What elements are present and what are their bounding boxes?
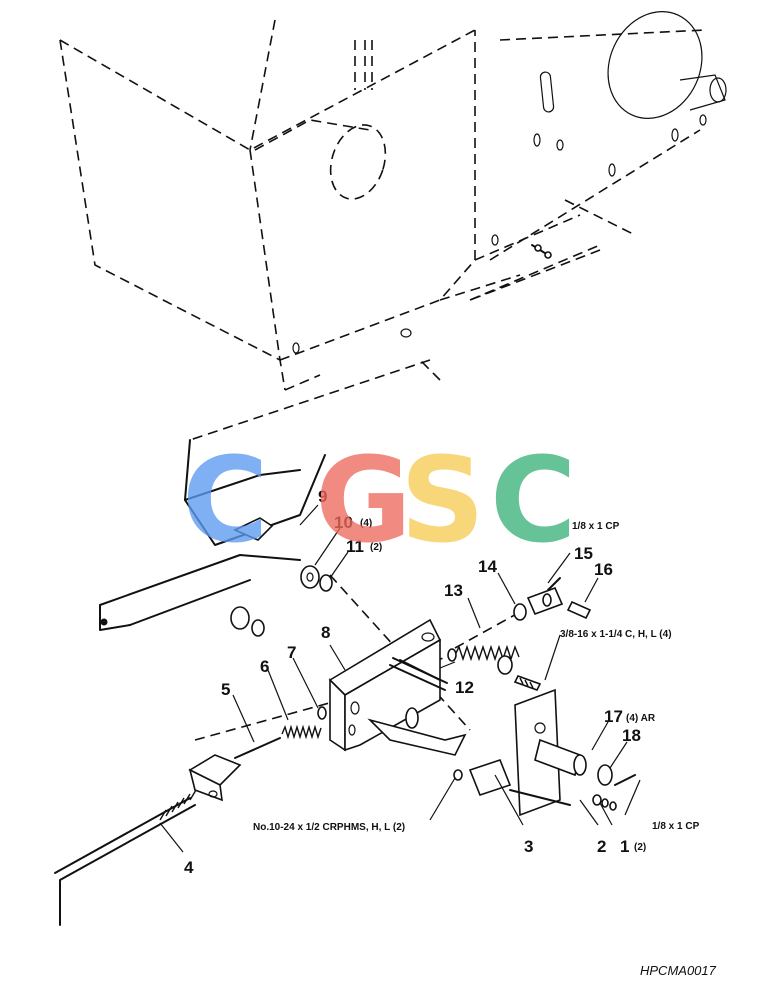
nut-loose bbox=[251, 619, 265, 637]
rod-12 bbox=[399, 659, 441, 681]
callout-14: 14 bbox=[478, 557, 497, 576]
watermark-letter-c2: C bbox=[490, 431, 577, 569]
washer-loose bbox=[230, 606, 250, 630]
cap-screw bbox=[513, 675, 542, 691]
callout-6: 6 bbox=[260, 657, 269, 676]
callout-11-qty: (2) bbox=[370, 542, 382, 553]
watermark-letter-g: G bbox=[315, 431, 412, 569]
leader-lines bbox=[159, 504, 641, 853]
callout-12: 12 bbox=[455, 678, 474, 697]
callout-13: 13 bbox=[444, 581, 463, 600]
callout-5: 5 bbox=[221, 680, 230, 699]
callout-17: 17 bbox=[604, 707, 623, 726]
fastener-1 bbox=[592, 794, 617, 811]
watermark-letter-c1: C bbox=[182, 431, 269, 569]
rod-5 bbox=[234, 737, 281, 759]
housing-phantom bbox=[59, 11, 727, 391]
washer-7 bbox=[317, 706, 327, 720]
figure-id: HPCMA0017 bbox=[640, 963, 717, 978]
callout-7: 7 bbox=[287, 643, 296, 662]
callout-4: 4 bbox=[184, 858, 194, 877]
spring-13 bbox=[447, 644, 520, 662]
pin-16 bbox=[566, 600, 592, 620]
callout-18: 18 bbox=[622, 726, 641, 745]
rod-4 bbox=[54, 789, 197, 926]
link-rod bbox=[509, 789, 571, 806]
note-cotter-pin-bottom: 1/8 x 1 CP bbox=[652, 821, 700, 832]
clevis-15 bbox=[526, 586, 564, 616]
callout-1-qty: (2) bbox=[634, 842, 646, 853]
callout-16: 16 bbox=[594, 560, 613, 579]
angle-strap bbox=[367, 707, 467, 756]
callout-8: 8 bbox=[321, 623, 330, 642]
note-cotter-pin-top: 1/8 x 1 CP bbox=[572, 521, 620, 532]
mounting-plate bbox=[99, 439, 326, 631]
note-machine-screw: No.10-24 x 1/2 CRPHMS, H, L (2) bbox=[253, 822, 405, 833]
callout-3: 3 bbox=[524, 837, 533, 856]
washer-10 bbox=[300, 565, 320, 589]
nut-14 bbox=[513, 603, 527, 621]
callout-1: 1 bbox=[620, 837, 629, 856]
callout-9: 9 bbox=[318, 487, 327, 506]
washer-18 bbox=[597, 764, 613, 786]
hardware-notes: 1/8 x 1 CP 3/8-16 x 1-1/4 C, H, L (4) No… bbox=[253, 521, 700, 833]
watermark-logo: C G S C bbox=[182, 431, 577, 569]
washer-center bbox=[497, 655, 513, 675]
link-3 bbox=[453, 759, 512, 796]
callout-2: 2 bbox=[597, 837, 606, 856]
nut-11 bbox=[319, 574, 333, 592]
callout-15: 15 bbox=[574, 544, 593, 563]
callout-17-qty: (4) AR bbox=[626, 713, 656, 724]
collar-17 bbox=[534, 738, 587, 777]
callout-labels: 9 10 (4) 11 (2) 15 16 14 13 8 12 7 6 5 1… bbox=[184, 487, 656, 877]
callout-10-qty: (4) bbox=[360, 518, 372, 529]
watermark-letter-s: S bbox=[400, 431, 485, 569]
cotter-pin-right bbox=[614, 774, 636, 786]
callout-11: 11 bbox=[346, 537, 364, 556]
callout-10: 10 bbox=[334, 513, 353, 532]
cotter-pin bbox=[547, 577, 561, 591]
clip-bracket bbox=[188, 754, 242, 802]
spring-6 bbox=[281, 724, 322, 740]
note-cap-screw: 3/8-16 x 1-1/4 C, H, L (4) bbox=[560, 629, 672, 640]
